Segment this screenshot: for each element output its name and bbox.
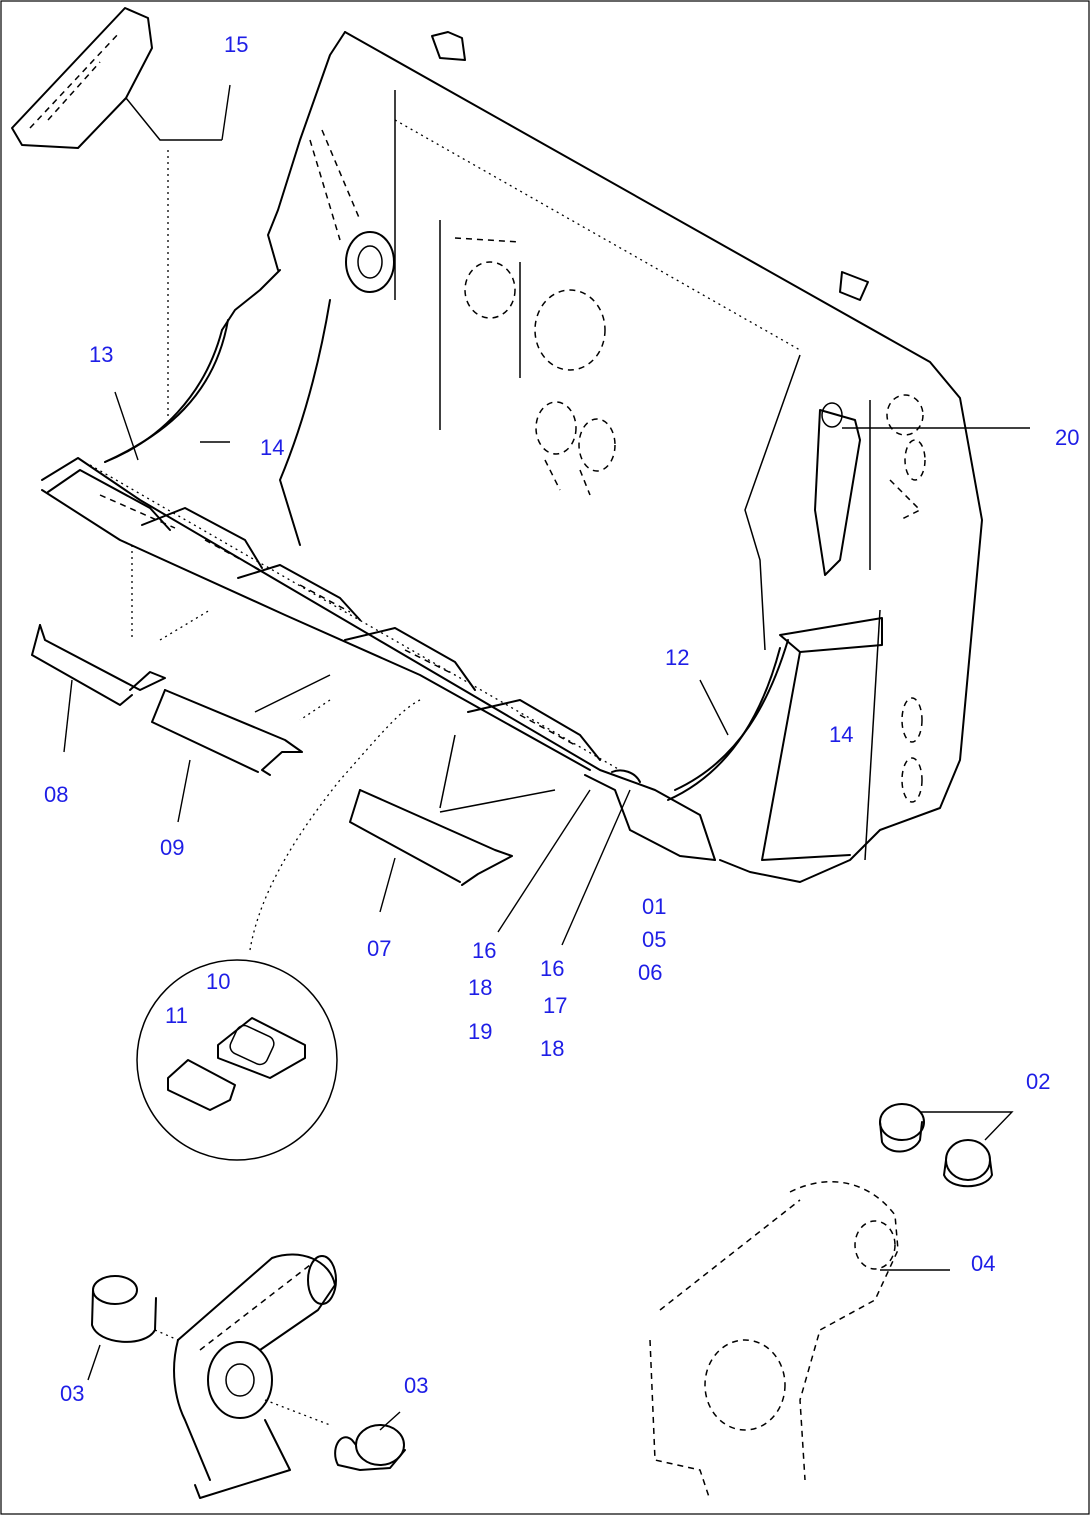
callout-07: 07 xyxy=(367,936,391,961)
callout-16-a: 16 xyxy=(472,938,496,963)
callout-01: 01 xyxy=(642,894,666,919)
callout-10: 10 xyxy=(206,969,230,994)
callout-11: 11 xyxy=(165,1003,188,1028)
bushing-03 xyxy=(87,1275,406,1471)
link-04-hidden xyxy=(649,1180,950,1501)
callout-20: 20 xyxy=(1055,425,1079,450)
callout-06: 06 xyxy=(638,960,662,985)
callout-15: 15 xyxy=(224,32,248,57)
wear-plate-07 xyxy=(349,734,556,913)
link-03 xyxy=(154,1253,337,1499)
callout-19: 19 xyxy=(468,1019,492,1044)
callout-03-right: 03 xyxy=(404,1373,428,1398)
callout-12: 12 xyxy=(665,645,689,670)
wear-plate-09 xyxy=(151,674,331,823)
callout-labels: 15 13 14 20 12 14 08 09 07 16 18 19 16 1… xyxy=(44,32,1079,1406)
callout-16-b: 16 xyxy=(540,956,564,981)
detail-circle xyxy=(136,699,421,1161)
callout-02: 02 xyxy=(1026,1069,1050,1094)
callout-13: 13 xyxy=(89,342,113,367)
callout-18-b: 18 xyxy=(540,1036,564,1061)
callout-08: 08 xyxy=(44,782,68,807)
cutting-edge xyxy=(41,457,716,861)
callout-14-right: 14 xyxy=(829,722,853,747)
callout-17: 17 xyxy=(543,993,567,1018)
callout-05: 05 xyxy=(642,927,666,952)
leader-lines xyxy=(114,391,1030,946)
bushing-02 xyxy=(879,1103,1014,1188)
callout-03-left: 03 xyxy=(60,1381,84,1406)
left-hinge-detail xyxy=(309,129,616,496)
callout-18-a: 18 xyxy=(468,975,492,1000)
callout-04: 04 xyxy=(971,1251,995,1276)
callout-09: 09 xyxy=(160,835,184,860)
right-hinge-detail xyxy=(814,394,926,803)
callout-14-left: 14 xyxy=(260,435,284,460)
wear-plate-08 xyxy=(31,624,166,753)
side-plate-part xyxy=(11,7,231,420)
bucket-body xyxy=(104,31,983,883)
